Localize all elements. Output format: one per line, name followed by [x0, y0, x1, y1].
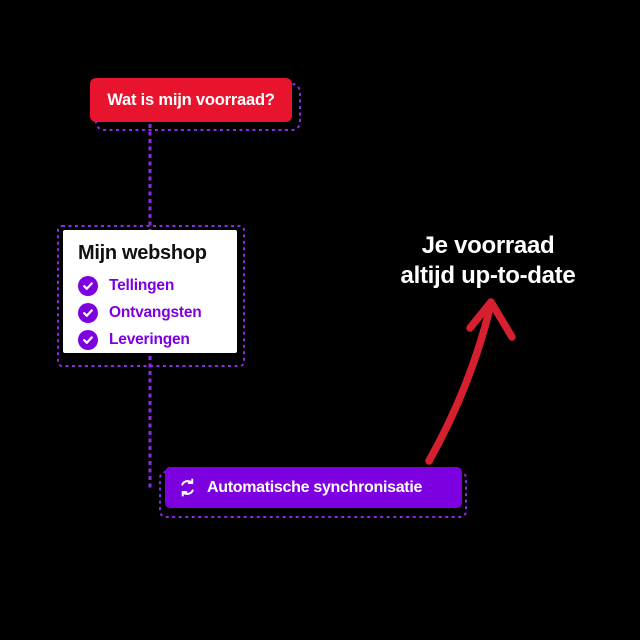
- list-item: Tellingen: [78, 276, 223, 296]
- sync-icon: [181, 478, 194, 497]
- check-icon: [78, 276, 98, 296]
- result-text: Je voorraad altijd up-to-date: [358, 231, 618, 291]
- check-icon: [78, 330, 98, 350]
- sync-banner-outline: [159, 471, 467, 518]
- sync-banner[interactable]: Automatische synchronisatie: [165, 467, 462, 508]
- result-text-line2: altijd up-to-date: [400, 262, 576, 289]
- check-icon: [78, 303, 98, 323]
- sync-banner-label: Automatische synchronisatie: [207, 478, 423, 496]
- list-item-label: Ontvangsten: [109, 304, 202, 321]
- curved-arrow: [425, 298, 516, 465]
- webshop-card: Mijn webshop Tellingen Ontvangsten Lever…: [63, 230, 237, 353]
- question-banner[interactable]: Wat is mijn voorraad?: [90, 78, 292, 122]
- webshop-card-title: Mijn webshop: [78, 242, 207, 264]
- list-item-label: Tellingen: [109, 277, 175, 294]
- result-text-line1: Je voorraad: [421, 232, 555, 259]
- list-item: Leveringen: [78, 330, 223, 350]
- question-banner-label: Wat is mijn voorraad?: [107, 90, 275, 109]
- list-item: Ontvangsten: [78, 303, 223, 323]
- list-item-label: Leveringen: [109, 331, 190, 348]
